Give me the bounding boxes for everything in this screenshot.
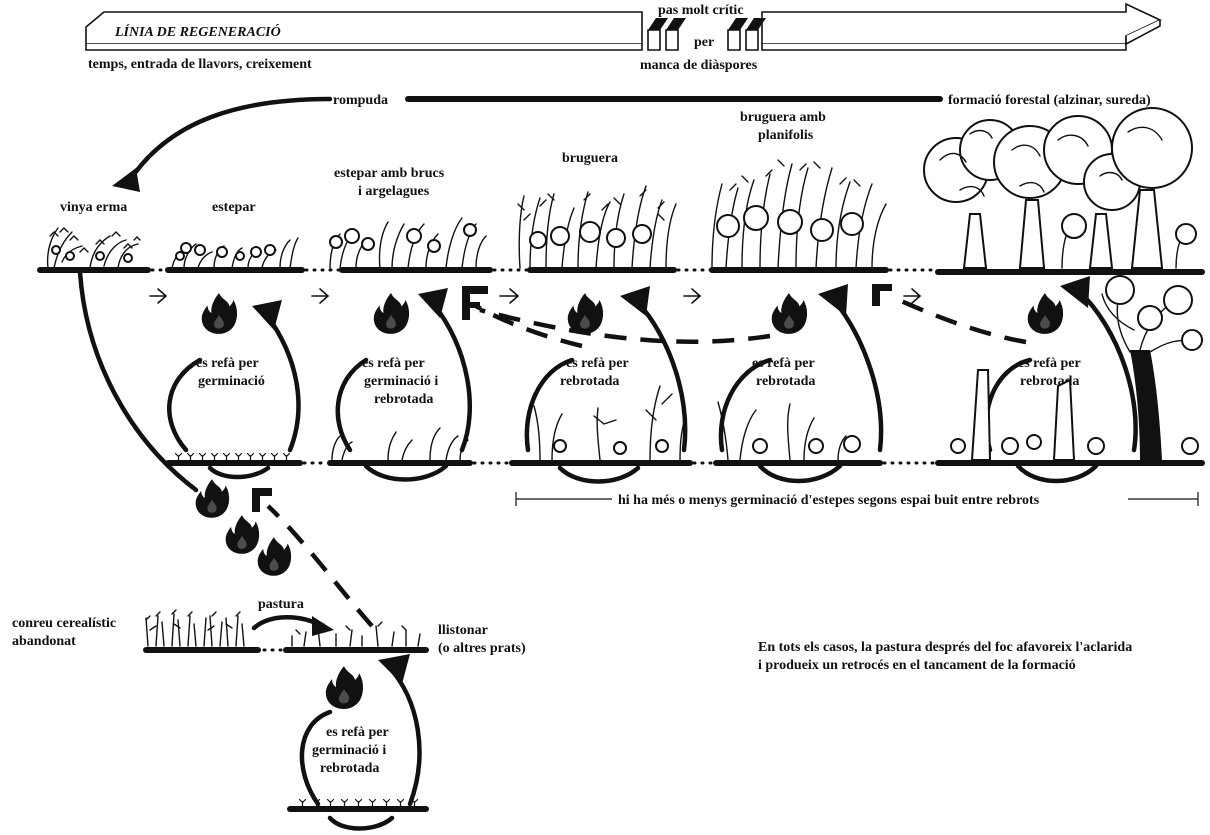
estepar-vegetation	[168, 238, 302, 270]
bruguera-planifolis-vegetation	[712, 160, 886, 270]
conreu-label-1: conreu cerealístic	[12, 616, 116, 631]
fire-icon	[196, 479, 229, 518]
germination-range-label: hi ha més o menys germinació d'estepes s…	[618, 493, 1040, 508]
regrowth-label: es refà per	[566, 356, 629, 371]
regrowth-label: es refà per	[362, 356, 425, 371]
regrowth-label: es refà per	[1018, 356, 1081, 371]
regrowth-label: rebrotada	[560, 374, 619, 389]
sprouts	[176, 454, 290, 462]
estepar-brucs-vegetation	[330, 218, 490, 270]
regeneration-arrow: LÍNIA DE REGENERACIÓ temps, entrada de l…	[86, 3, 1160, 73]
clearing-arrowhead	[112, 168, 140, 192]
critical-step-label: pas molt crític	[658, 3, 744, 18]
forest-vegetation	[924, 108, 1202, 272]
regeneration-title: LÍNIA DE REGENERACIÓ	[114, 23, 281, 40]
grazing-label: pastura	[258, 597, 304, 612]
cycle-estepar-brucs: es refà per germinació i rebrotada	[338, 288, 470, 480]
lower-regrowth-1: es refà per	[326, 725, 389, 740]
fire-icon	[226, 515, 259, 554]
grazing-dashed-arrows	[462, 284, 1026, 346]
regeneration-subtitle: temps, entrada de llavors, creixement	[88, 57, 312, 72]
fire-icon	[1028, 293, 1063, 334]
clearing-label: rompuda	[333, 93, 388, 108]
stage-estepar-brucs-1: estepar amb brucs	[334, 166, 445, 181]
dashed-arrowhead	[872, 284, 892, 306]
stage-bruguera-planifolis-1: bruguera amb	[740, 110, 826, 125]
vinya-erma-vegetation	[40, 228, 148, 270]
llistonar-label-1: llistonar	[438, 623, 488, 638]
regrowth-label: es refà per	[196, 356, 259, 371]
stage-bruguera-planifolis-2: planifolis	[758, 128, 814, 143]
regrowth-label: es refà per	[752, 356, 815, 371]
note-line-2: i produeix un retrocés en el tancament d…	[758, 658, 1076, 673]
forest-formation-label: formació forestal (alzinar, sureda)	[948, 93, 1151, 108]
regrowth-label: rebrotada	[374, 392, 433, 407]
regrowth-label: germinació	[198, 374, 265, 389]
diaspore-label: manca de diàspores	[640, 58, 758, 73]
cycle-estepar: es refà per germinació	[169, 293, 298, 477]
regrowth-label: germinació i	[364, 374, 438, 389]
fire-icon	[568, 293, 603, 334]
grazing-note: En tots els casos, la pastura després de…	[758, 640, 1132, 673]
progression-arrows	[150, 289, 920, 303]
fire-icon	[258, 537, 291, 576]
lower-regrowth-2: germinació i	[312, 743, 386, 758]
stage-estepar-brucs-2: i argelagues	[358, 184, 430, 199]
dashed-arrowhead	[462, 286, 488, 320]
stage-estepar: estepar	[212, 200, 256, 215]
fire-icon	[202, 293, 237, 334]
conreu-label-2: abandonat	[12, 634, 76, 649]
critical-per-label: per	[694, 35, 714, 50]
stage-vinya-erma: vinya erma	[60, 200, 127, 215]
fire-icon	[326, 666, 363, 709]
fire-icon	[772, 293, 807, 334]
lower-regrowth-3: rebrotada	[320, 761, 379, 776]
llistonar-label-2: (o altres prats)	[438, 641, 526, 656]
note-line-1: En tots els casos, la pastura després de…	[758, 640, 1132, 655]
stage-bruguera: bruguera	[562, 151, 618, 166]
fire-icon	[374, 293, 409, 334]
germination-range: hi ha més o menys germinació d'estepes s…	[516, 492, 1198, 508]
lower-cycle: conreu cerealístic abandonat pastura lli…	[12, 597, 526, 829]
regrowth-label: rebrotada	[756, 374, 815, 389]
upper-row	[40, 108, 1202, 272]
bruguera-vegetation	[518, 186, 676, 270]
